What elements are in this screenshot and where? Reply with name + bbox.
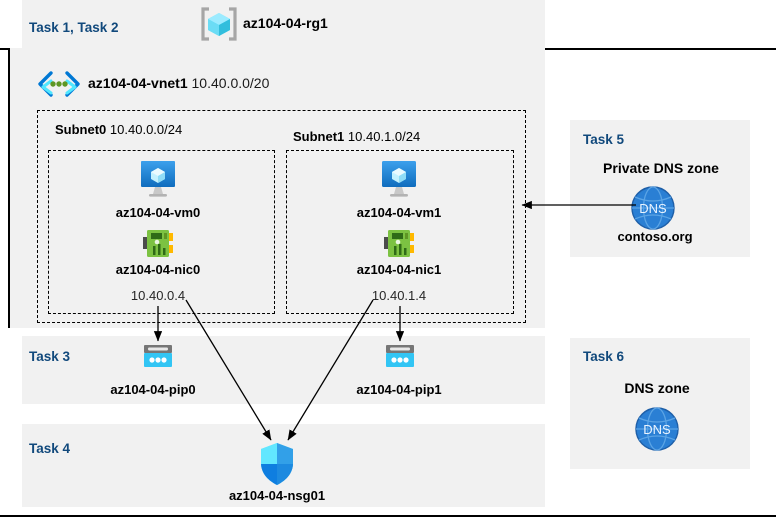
vm1-label: az104-04-vm1 — [356, 205, 442, 220]
nic1-label: az104-04-nic1 — [356, 262, 442, 277]
subnets-dashed-container — [37, 110, 526, 323]
public-ip-panel — [22, 336, 545, 404]
resource-group-header-band — [22, 0, 545, 48]
private-dns-name: contoso.org — [617, 229, 693, 244]
network-interface-icon — [382, 228, 416, 260]
task-label-public-dns: Task 6 — [583, 349, 625, 364]
nic0-label: az104-04-nic0 — [115, 262, 201, 277]
dns-zone-icon: DNS — [634, 406, 680, 452]
nsg-label: az104-04-nsg01 — [228, 488, 326, 503]
subnet0-title: Subnet0 10.40.0.0/24 — [55, 122, 183, 137]
subnet0-dashed-box — [48, 150, 275, 314]
private-dns-heading: Private DNS zone — [603, 160, 719, 176]
vm0-label: az104-04-vm0 — [115, 205, 201, 220]
virtual-machine-icon — [136, 159, 180, 201]
task-label-public-ip: Task 3 — [29, 349, 71, 364]
subnet1-title: Subnet1 10.40.1.0/24 — [293, 129, 421, 144]
task-label-private-dns: Task 5 — [583, 132, 625, 147]
network-security-group-icon — [257, 441, 297, 487]
pip1-label: az104-04-pip1 — [356, 382, 442, 397]
svg-text:DNS: DNS — [643, 422, 671, 437]
nic0-ip: 10.40.0.4 — [130, 288, 186, 303]
network-interface-icon — [141, 228, 175, 260]
resource-group-icon — [201, 7, 237, 41]
public-ip-address-icon — [140, 343, 176, 373]
task-label-nsg: Task 4 — [29, 441, 71, 456]
task-label-rg: Task 1, Task 2 — [29, 20, 119, 35]
public-ip-address-icon — [382, 343, 418, 373]
vnet-container — [8, 48, 545, 328]
virtual-machine-icon — [377, 159, 421, 201]
vnet-title: az104-04-vnet1 10.40.0.0/20 — [88, 75, 270, 91]
dns-zone-icon: DNS — [630, 185, 676, 231]
resource-group-name: az104-04-rg1 — [243, 15, 328, 31]
pip0-label: az104-04-pip0 — [110, 382, 196, 397]
svg-text:DNS: DNS — [639, 201, 667, 216]
public-dns-heading: DNS zone — [624, 380, 690, 396]
virtual-network-icon — [36, 69, 82, 99]
nic1-ip: 10.40.1.4 — [371, 288, 427, 303]
